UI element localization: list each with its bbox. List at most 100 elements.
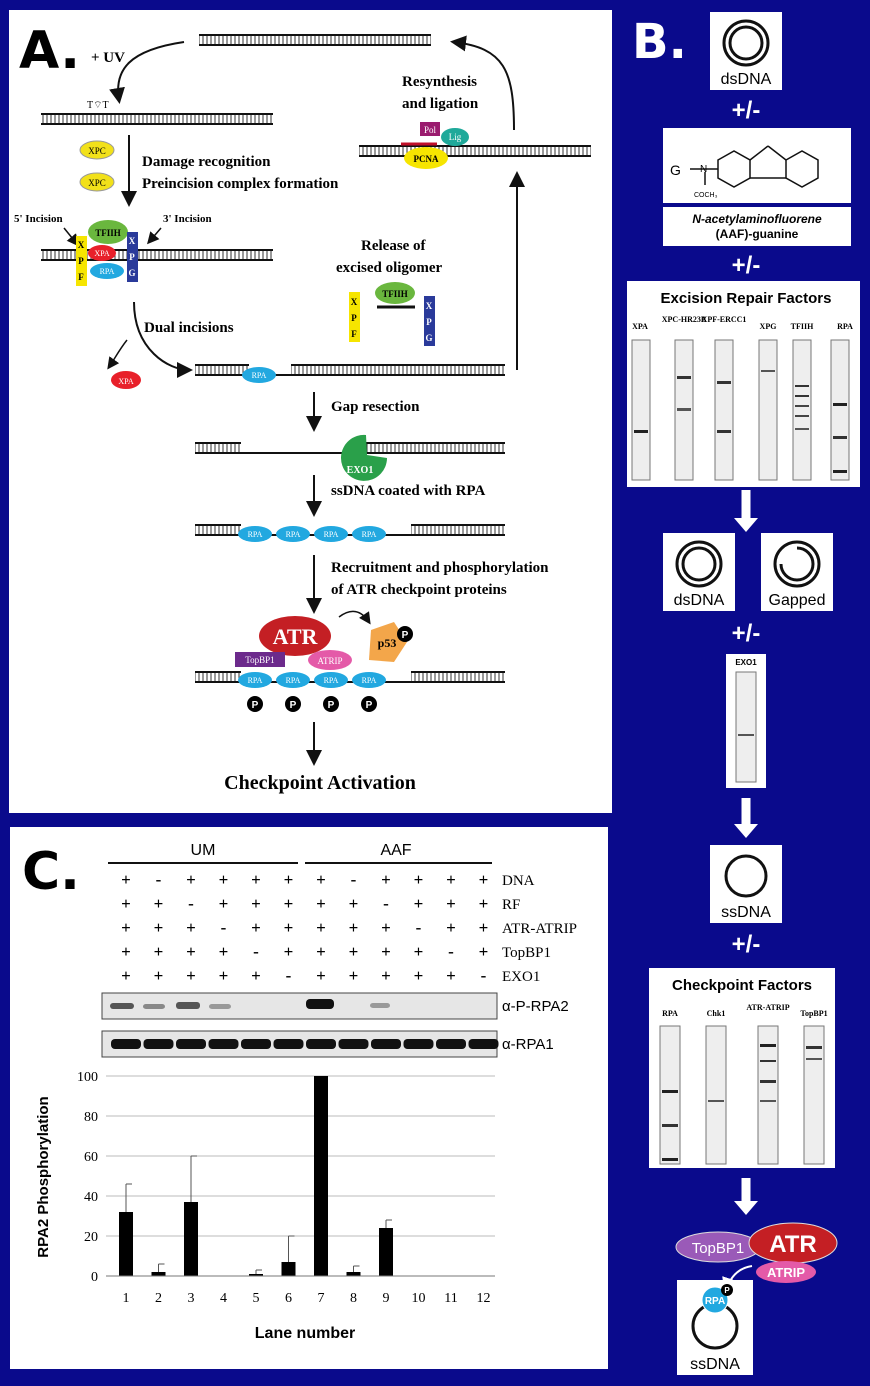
condition-cell: + — [316, 894, 326, 913]
group-aaf-label: AAF — [380, 842, 411, 859]
ner-pathway-diagram: A. + UV T⌔T XPC XPC Damage recognition P… — [14, 21, 591, 794]
condition-cell: + — [381, 942, 391, 961]
panel-a: A. + UV T⌔T XPC XPC Damage recognition P… — [9, 10, 612, 813]
rpa1-band — [176, 1039, 206, 1049]
ssdna-final-box — [677, 1280, 753, 1375]
exo1-gel-box — [726, 654, 766, 788]
gapped-box — [761, 533, 833, 611]
panel-b-letter: B. — [632, 14, 687, 70]
xpc-protein — [79, 172, 115, 192]
svg-text:RPA: RPA — [286, 530, 301, 539]
gapped-label: Gapped — [769, 592, 826, 609]
condition-cell: + — [349, 894, 359, 913]
condition-cell: + — [479, 870, 489, 889]
condition-cell: + — [186, 918, 196, 937]
condition-cell: + — [154, 894, 164, 913]
panel-c: C. UM AAF +-+++++-++++++-+++++-++++++-++… — [10, 827, 608, 1369]
condition-cell: + — [446, 966, 456, 985]
svg-text:P: P — [366, 700, 373, 711]
condition-cell: + — [414, 966, 424, 985]
arrow-return — [450, 35, 515, 131]
uv-label: + UV — [91, 50, 125, 66]
rpa-coat-phospho: RPA RPA RPA RPA P P P P — [238, 672, 386, 712]
x-tick-label: 1 — [123, 1291, 130, 1306]
svg-text:PCNA: PCNA — [414, 154, 439, 164]
svg-text:Pol: Pol — [424, 125, 437, 135]
condition-cell: + — [186, 966, 196, 985]
condition-row-label: RF — [502, 897, 520, 913]
rpa1-band — [403, 1039, 434, 1049]
erf-lane-labels: XPA XPC-HR23B XPF-ERCC1 XPG TFIIH RPA — [632, 315, 853, 331]
svg-text:P: P — [129, 252, 135, 262]
blot-p-rpa2 — [101, 992, 498, 1020]
plus-minus: +/- — [732, 620, 761, 647]
svg-text:P: P — [290, 700, 297, 711]
incision5-label: 5' Incision — [14, 213, 63, 225]
svg-text:X: X — [78, 240, 85, 250]
exo1-gel-lane — [735, 671, 757, 783]
svg-text:RPA: RPA — [837, 322, 853, 331]
xpc-label: XPC — [88, 146, 106, 156]
svg-text:ATRIP: ATRIP — [317, 656, 342, 666]
svg-text:ATR-ATRIP: ATR-ATRIP — [746, 1003, 789, 1012]
condition-cell: + — [381, 966, 391, 985]
svg-text:TFIIH: TFIIH — [382, 289, 408, 299]
aaf-box — [663, 128, 851, 246]
dsdna-box — [710, 12, 782, 90]
ssdna-rpa-label: ssDNA coated with RPA — [331, 483, 485, 499]
dna-resynthesis — [359, 142, 591, 157]
condition-cell: - — [481, 966, 487, 985]
rpa1-band — [208, 1039, 239, 1049]
xpc-label: XPC — [88, 178, 106, 188]
bar — [346, 1272, 361, 1276]
x-tick-label: 12 — [477, 1291, 491, 1306]
dsdna-label: dsDNA — [721, 71, 772, 88]
condition-cell: - — [448, 942, 454, 961]
rpa1-band — [273, 1039, 304, 1049]
pol-protein — [420, 122, 440, 136]
condition-cell: + — [219, 894, 229, 913]
svg-text:G: G — [128, 268, 135, 278]
cpf-box — [649, 968, 835, 1168]
svg-text:TFIIH: TFIIH — [95, 228, 121, 238]
atr-final — [748, 1222, 838, 1264]
x-tick-label: 2 — [155, 1291, 162, 1306]
condition-cell: + — [284, 870, 294, 889]
recruitment-label-1: Recruitment and phosphorylation — [331, 560, 549, 576]
aaf-n: N — [700, 164, 707, 175]
svg-text:RPA: RPA — [252, 371, 267, 380]
condition-cell: + — [446, 918, 456, 937]
chart-grid — [106, 1075, 495, 1237]
svg-text:F: F — [78, 272, 84, 282]
condition-cell: - — [383, 894, 389, 913]
x-tick-label: 5 — [253, 1291, 260, 1306]
checkpoint-activation-label: Checkpoint Activation — [224, 772, 416, 794]
xpf-released — [349, 292, 360, 342]
svg-text:P: P — [402, 630, 409, 641]
svg-text:XPF-ERCC1: XPF-ERCC1 — [702, 315, 747, 324]
y-tick-label: 80 — [84, 1110, 98, 1125]
release-label-2: excised oligomer — [336, 260, 443, 276]
rpa1-band — [338, 1039, 369, 1049]
rpa1-band — [436, 1039, 466, 1049]
y-tick-label: 100 — [77, 1070, 98, 1085]
condition-cell: + — [316, 918, 326, 937]
svg-text:RPA: RPA — [324, 676, 339, 685]
dna-gapped — [195, 364, 505, 376]
condition-cell: + — [316, 966, 326, 985]
rpa1-band — [111, 1039, 141, 1049]
svg-text:X: X — [426, 301, 433, 311]
dsdna-label: dsDNA — [674, 592, 725, 609]
condition-cell: + — [446, 894, 456, 913]
svg-text:G: G — [425, 333, 432, 343]
ssdna-box — [710, 845, 782, 923]
rpa-protein — [242, 367, 276, 383]
svg-text:RPA: RPA — [662, 1009, 678, 1018]
condition-cell: + — [219, 942, 229, 961]
svg-text:Chk1: Chk1 — [707, 1009, 726, 1018]
condition-grid: +-+++++-++++++-+++++-++++++-+++++-++++++… — [121, 870, 488, 985]
dna-intact — [199, 34, 431, 46]
condition-cell: + — [121, 966, 131, 985]
blot-rpa1-bands — [111, 1039, 499, 1049]
